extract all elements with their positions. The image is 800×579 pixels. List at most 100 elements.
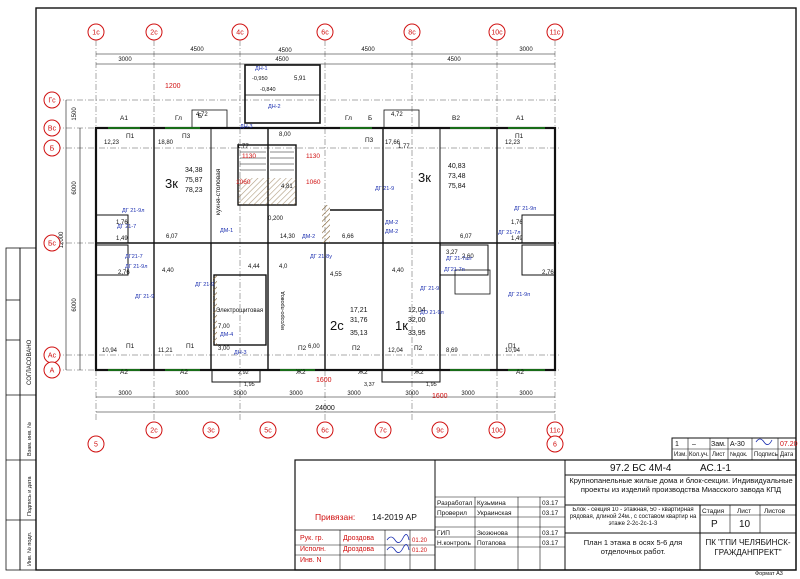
dim-total: 24000 bbox=[315, 405, 335, 412]
electro-room-label: Электрощитовая bbox=[216, 308, 263, 314]
area-27: 1,49 bbox=[116, 236, 128, 242]
area-6: 2,76 bbox=[118, 270, 130, 276]
door-3: ДГ 21-9п bbox=[514, 206, 536, 212]
signatures bbox=[386, 438, 773, 553]
door-11: ДН-1 bbox=[255, 66, 268, 72]
area-18: 3,00 bbox=[218, 346, 230, 352]
mark-17: Ж2 bbox=[358, 369, 368, 376]
person-4-date: 03.17 bbox=[542, 540, 559, 547]
door-7: ДГ 21-9 bbox=[420, 286, 439, 292]
trash-chute-label: мусоро-провод bbox=[280, 291, 286, 330]
dim-bottom-6: 3000 bbox=[461, 391, 475, 397]
door-6: ДГ 21-9 bbox=[195, 282, 214, 288]
sig-date-2: 01.20 bbox=[412, 548, 428, 554]
sheet-title: План 1 этажа в осях 5-6 для отделочных р… bbox=[583, 538, 683, 556]
change-col2: Кол.уч. bbox=[689, 452, 709, 458]
stair-hatch bbox=[238, 178, 296, 205]
axis-bottom-9: 6 bbox=[553, 442, 557, 449]
area-23: 6,66 bbox=[342, 234, 354, 240]
level-2: 1,95 bbox=[244, 382, 255, 388]
area-31: 1,77 bbox=[398, 144, 410, 150]
axis-top-2-circle bbox=[231, 23, 249, 41]
mark-11: В2 bbox=[452, 115, 460, 122]
dim-left-2: 6000 bbox=[72, 298, 78, 312]
mark-6: П2 bbox=[298, 345, 307, 352]
door-16: ДМ-2 bbox=[302, 234, 315, 240]
axis-left-0-circle bbox=[43, 91, 61, 109]
axis-lines bbox=[44, 40, 560, 420]
project-name: Крупнопанельные жилые дома и блок-секции… bbox=[569, 477, 793, 494]
axis-left-5: А bbox=[50, 368, 55, 375]
axis-left-3-circle bbox=[43, 234, 61, 252]
dim-bottom-5: 3000 bbox=[405, 391, 419, 397]
area-14: 12,04 bbox=[388, 348, 404, 354]
dim-top-2: 4500 bbox=[275, 57, 289, 63]
area-22: 14,30 bbox=[280, 234, 296, 240]
change-col3: Лист bbox=[712, 452, 726, 458]
object-name: Блок - секция 10 - этажная, 50 - квартир… bbox=[569, 507, 697, 527]
person-0-date: 03.17 bbox=[542, 500, 559, 507]
room-3k-right-b: 73,48 bbox=[448, 173, 466, 180]
axis-top-1-circle bbox=[145, 23, 163, 41]
door-9: ДГ 21-9п bbox=[508, 292, 530, 298]
stage-header: Стадия bbox=[702, 508, 725, 515]
axis-left-4: Ас bbox=[48, 353, 57, 360]
person-1-date: 03.17 bbox=[542, 510, 559, 517]
level-0: -0,950 bbox=[252, 76, 268, 82]
change-date: 07.20 bbox=[780, 441, 798, 448]
sig-date-1: 01.20 bbox=[412, 538, 428, 544]
dim-top-small: 4500 bbox=[278, 48, 292, 54]
dim-bottom-4: 3000 bbox=[347, 391, 361, 397]
stamp-inv-number: Инв. № подл. bbox=[27, 531, 33, 566]
area-13: 11,21 bbox=[158, 348, 173, 354]
mark-25: 1060 bbox=[236, 179, 251, 186]
axis-left-1: Вс bbox=[48, 126, 57, 133]
door-10: ДГ 21-8у bbox=[310, 254, 332, 260]
person-4-name: Потапова bbox=[477, 540, 506, 547]
area-24: 2,60 bbox=[462, 254, 474, 260]
stamp-replace-inv: Взам. инв. № bbox=[27, 422, 33, 456]
mark-21: Гл bbox=[175, 115, 182, 122]
sheet-code: АС.1-1 bbox=[700, 463, 731, 474]
mark-0: П1 bbox=[126, 133, 135, 140]
axis-bottom-0-circle bbox=[87, 435, 105, 453]
area-0: 12,23 bbox=[104, 140, 120, 146]
area-25: 3,27 bbox=[446, 250, 458, 256]
change-col1: Изм. bbox=[674, 452, 687, 458]
mark-8: П2 bbox=[414, 345, 423, 352]
mark-7: П2 bbox=[352, 345, 361, 352]
area-9: 4,55 bbox=[330, 272, 342, 278]
area-4: 6,07 bbox=[166, 234, 178, 240]
offset-1600-a: 1600 bbox=[316, 377, 332, 384]
mark-9: П1 bbox=[508, 343, 517, 350]
kitchen-label: кухня-столовая bbox=[215, 168, 222, 215]
dim-top-4: 4500 bbox=[447, 57, 461, 63]
stair-steps bbox=[240, 151, 294, 171]
person-4-role: Н.контроль bbox=[437, 540, 471, 547]
area-2: 17,66 bbox=[385, 140, 401, 146]
dim-bottom-7: 3000 bbox=[519, 391, 533, 397]
person-3-role: ГИП bbox=[437, 530, 450, 537]
change-num: 1 bbox=[675, 441, 679, 448]
mark-1: П3 bbox=[182, 133, 191, 140]
door-21: ДГ21-7 bbox=[125, 254, 143, 260]
door-2: ДГ 21-9 bbox=[135, 294, 154, 300]
dim-bottom-1: 3000 bbox=[175, 391, 189, 397]
axis-top-0: 1c bbox=[92, 30, 100, 37]
area-19: 6,00 bbox=[308, 344, 320, 350]
dim-top-5: 3000 bbox=[519, 47, 533, 53]
axis-bottom-6: 9c bbox=[436, 428, 444, 435]
door-14: ДН-3 bbox=[234, 350, 247, 356]
axis-top-0-circle bbox=[87, 23, 105, 41]
wall-hatch-center bbox=[322, 205, 330, 243]
axis-top-3-circle bbox=[316, 23, 334, 41]
room-2s-b: 31,76 bbox=[350, 317, 368, 324]
axis-bottom-1-circle bbox=[145, 421, 163, 439]
mark-3: П1 bbox=[515, 133, 524, 140]
level-4: 3,37 bbox=[364, 382, 375, 388]
mark-24: 1130 bbox=[306, 153, 320, 160]
area-12: 10,94 bbox=[102, 348, 118, 354]
area-34: 0,200 bbox=[268, 216, 284, 222]
door-20: ДГ21-7п bbox=[444, 267, 465, 273]
door-23: ДГ 21-7шт bbox=[446, 256, 473, 262]
